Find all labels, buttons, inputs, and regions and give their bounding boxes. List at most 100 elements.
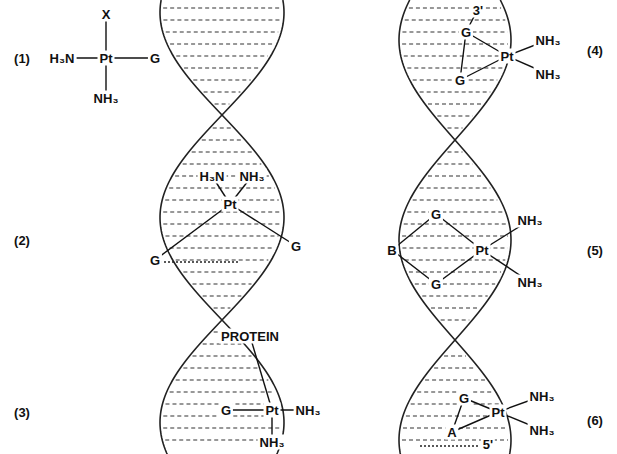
base-pair <box>405 259 506 260</box>
base-pair <box>184 67 260 68</box>
atom-label: Pt <box>490 405 507 420</box>
ligand-label: PROTEIN <box>219 329 281 344</box>
ligand-label: NH₃ <box>92 91 121 106</box>
atom-label: Pt <box>98 51 115 66</box>
base-pair <box>415 283 495 284</box>
base-label: G <box>289 239 303 254</box>
base-pair <box>183 163 262 164</box>
base-pair <box>409 271 501 272</box>
base-pair <box>160 261 240 263</box>
base-label: G <box>148 253 162 268</box>
base-pair <box>437 115 472 116</box>
base-pair <box>437 163 472 164</box>
strand-end: 3' <box>471 2 485 17</box>
dna-strand <box>399 0 511 454</box>
base-pair <box>434 367 476 368</box>
base-pair <box>183 271 260 272</box>
base-pair <box>411 403 500 404</box>
base-label: A <box>445 425 458 440</box>
base-pair <box>214 307 231 308</box>
ligand-label: H₃N <box>48 51 77 66</box>
base-label: G <box>429 207 443 222</box>
adduct-number: (2) <box>12 233 32 248</box>
atom-label: Pt <box>222 197 239 212</box>
base-pair <box>420 187 491 188</box>
base-pair <box>431 307 479 308</box>
base-pair <box>176 259 269 260</box>
base-pair <box>405 19 506 20</box>
coordination-bond <box>155 204 230 260</box>
coordination-bond <box>230 204 296 246</box>
base-pair <box>193 79 250 80</box>
base-pair <box>409 7 501 8</box>
base-pair <box>404 223 506 224</box>
base-pair <box>404 55 506 56</box>
base-pair <box>170 247 275 248</box>
ligand-label: NH₃ <box>516 213 545 228</box>
adduct-number: (6) <box>585 413 605 428</box>
base-label: G <box>459 25 473 40</box>
base-pair <box>163 7 281 8</box>
base-pair <box>203 343 242 344</box>
base-pair <box>193 355 252 356</box>
base-pair <box>169 187 275 188</box>
base-pair <box>402 235 508 236</box>
base-pair <box>402 43 508 44</box>
base-label: G <box>429 277 443 292</box>
base-pair <box>441 319 470 320</box>
adduct-number: (4) <box>585 43 605 58</box>
base-pair <box>413 199 498 200</box>
base-pair <box>420 91 491 92</box>
base-pair <box>170 43 274 44</box>
ligand-label: NH₃ <box>534 67 563 82</box>
strand-end: 5' <box>481 437 495 452</box>
base-pair <box>163 19 280 20</box>
base-pair <box>176 379 269 380</box>
base-pair <box>203 295 242 296</box>
base-pair <box>192 151 253 152</box>
atom-label: Pt <box>264 403 281 418</box>
base-label: B <box>385 243 398 258</box>
base-pair <box>422 295 487 296</box>
base-pair <box>444 355 466 356</box>
adduct-number: (1) <box>12 51 32 66</box>
base-pair <box>428 175 482 176</box>
ligand-label: NH₃ <box>238 169 267 184</box>
dna-strand <box>399 0 511 454</box>
base-pair <box>448 127 463 128</box>
coordination-bond <box>250 336 272 410</box>
base-label: G <box>453 73 467 88</box>
base-pair <box>170 391 275 392</box>
ligand-label: NH₃ <box>294 403 323 418</box>
base-pair <box>165 235 278 236</box>
base-pair <box>202 139 242 140</box>
ligand-label: H₃N <box>198 169 227 184</box>
adduct-number: (3) <box>12 405 32 420</box>
adduct-number: (5) <box>585 243 605 258</box>
ligand-label: NH₃ <box>528 389 557 404</box>
atom-label: Pt <box>474 243 491 258</box>
ligand-label: NH₃ <box>516 275 545 290</box>
base-pair <box>163 211 281 212</box>
base-pair <box>448 151 463 152</box>
ligand-label: NH₃ <box>258 435 287 450</box>
atom-label: Pt <box>499 49 516 64</box>
base-pair <box>428 103 482 104</box>
base-label: G <box>148 51 162 66</box>
base-pair <box>193 283 252 284</box>
base-pair <box>402 247 507 248</box>
base-pair <box>425 379 485 380</box>
base-label: G <box>457 391 471 406</box>
base-pair <box>163 427 281 428</box>
ligand-label: NH₃ <box>534 33 563 48</box>
base-pair <box>407 67 502 68</box>
base-pair <box>402 31 507 32</box>
base-pair <box>176 55 267 56</box>
base-pair <box>420 445 478 446</box>
base-pair <box>213 127 232 128</box>
ligand-label: X <box>100 7 113 22</box>
base-label: G <box>219 403 233 418</box>
base-pair <box>183 367 260 368</box>
